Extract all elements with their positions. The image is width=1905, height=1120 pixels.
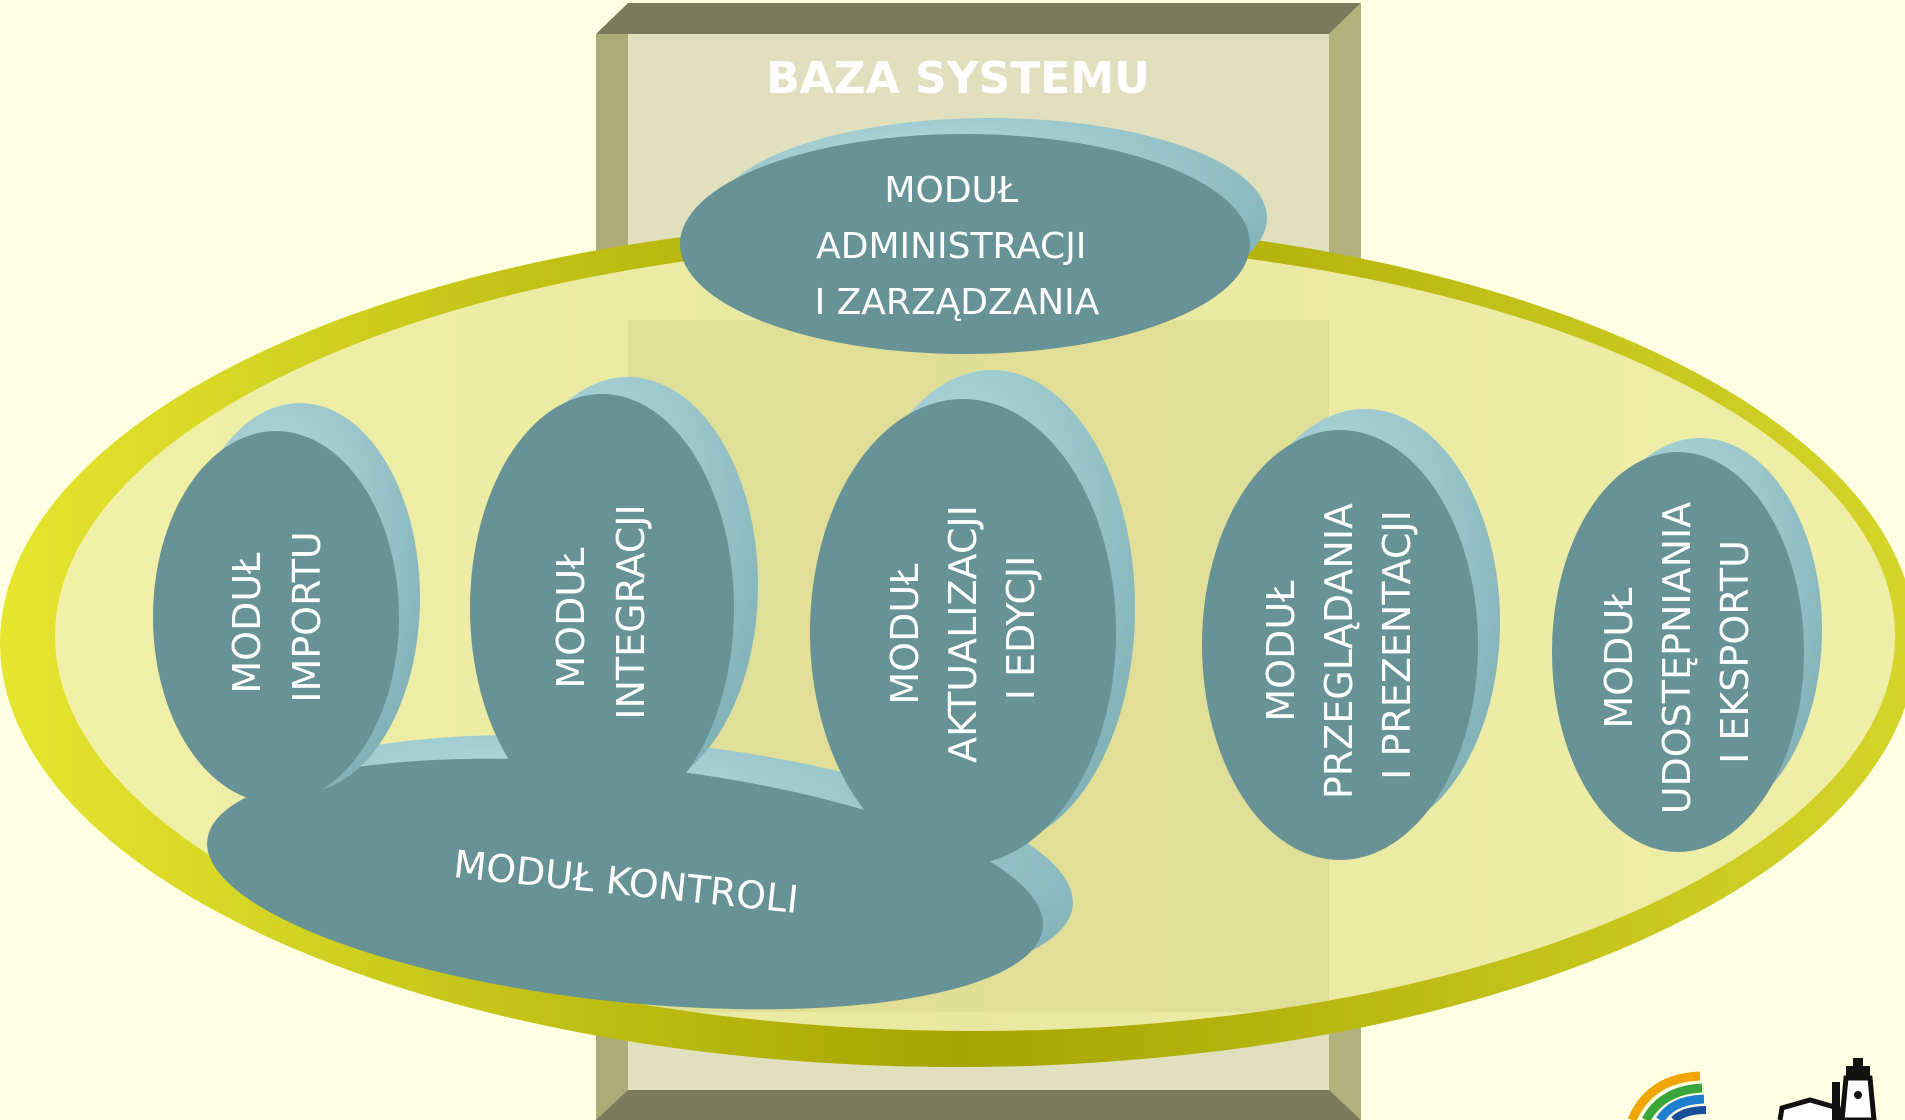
module-update-line-3: I EDYCJI (999, 556, 1043, 701)
module-import-line-2: IMPORTU (285, 531, 329, 702)
module-sharing: MODUŁ UDOSTĘPNIANIA I EKSPORTU (1552, 438, 1822, 852)
module-update-line-1: MODUŁ (883, 563, 927, 705)
base-top-face (596, 3, 1361, 34)
module-import-face (153, 431, 399, 803)
module-import: MODUŁ IMPORTU (153, 403, 420, 803)
module-administration-line-3: I ZARZĄDZANIA (815, 282, 1100, 323)
module-administration-line-1: MODUŁ (884, 170, 1018, 211)
module-browse: MODUŁ PRZEGLĄDANIA I PREZENTACJI (1202, 409, 1500, 860)
module-update-label: MODUŁ AKTUALIZACJI I EDYCJI (883, 493, 1043, 763)
module-administration: MODUŁ ADMINISTRACJI I ZARZĄDZANIA (680, 118, 1267, 354)
module-integration-face (470, 394, 734, 822)
module-integration-label: MODUŁ INTEGRACJI (549, 504, 653, 719)
module-administration-face (680, 134, 1250, 354)
module-update-line-2: AKTUALIZACJI (941, 505, 985, 763)
module-integration: MODUŁ INTEGRACJI (470, 377, 758, 822)
module-administration-label: MODUŁ ADMINISTRACJI I ZARZĄDZANIA (815, 170, 1100, 323)
module-sharing-line-3: I EKSPORTU (1713, 540, 1757, 764)
module-import-label: MODUŁ IMPORTU (225, 531, 329, 702)
module-sharing-line-2: UDOSTĘPNIANIA (1655, 502, 1699, 815)
module-update-face (810, 399, 1116, 865)
module-browse-line-2: PRZEGLĄDANIA (1317, 503, 1361, 799)
base-title: BAZA SYSTEMU (766, 53, 1150, 104)
base-bottom-face (596, 1090, 1361, 1120)
stripes-and-lighthouse-logo-icon (1627, 1058, 1877, 1120)
module-browse-face (1202, 430, 1478, 860)
module-control-face (207, 758, 1043, 1010)
module-administration-line-2: ADMINISTRACJI (816, 226, 1086, 267)
module-sharing-label: MODUŁ UDOSTĘPNIANIA I EKSPORTU (1597, 490, 1757, 815)
module-browse-label: MODUŁ PRZEGLĄDANIA I PREZENTACJI (1259, 491, 1419, 799)
module-browse-line-1: MODUŁ (1259, 580, 1303, 722)
module-integration-line-2: INTEGRACJI (609, 504, 653, 719)
module-browse-line-3: I PREZENTACJI (1375, 510, 1419, 780)
module-update: MODUŁ AKTUALIZACJI I EDYCJI (810, 370, 1135, 865)
module-sharing-face (1552, 452, 1804, 852)
module-integration-line-1: MODUŁ (549, 547, 593, 689)
module-sharing-line-1: MODUŁ (1597, 587, 1641, 729)
module-import-line-1: MODUŁ (225, 552, 269, 694)
